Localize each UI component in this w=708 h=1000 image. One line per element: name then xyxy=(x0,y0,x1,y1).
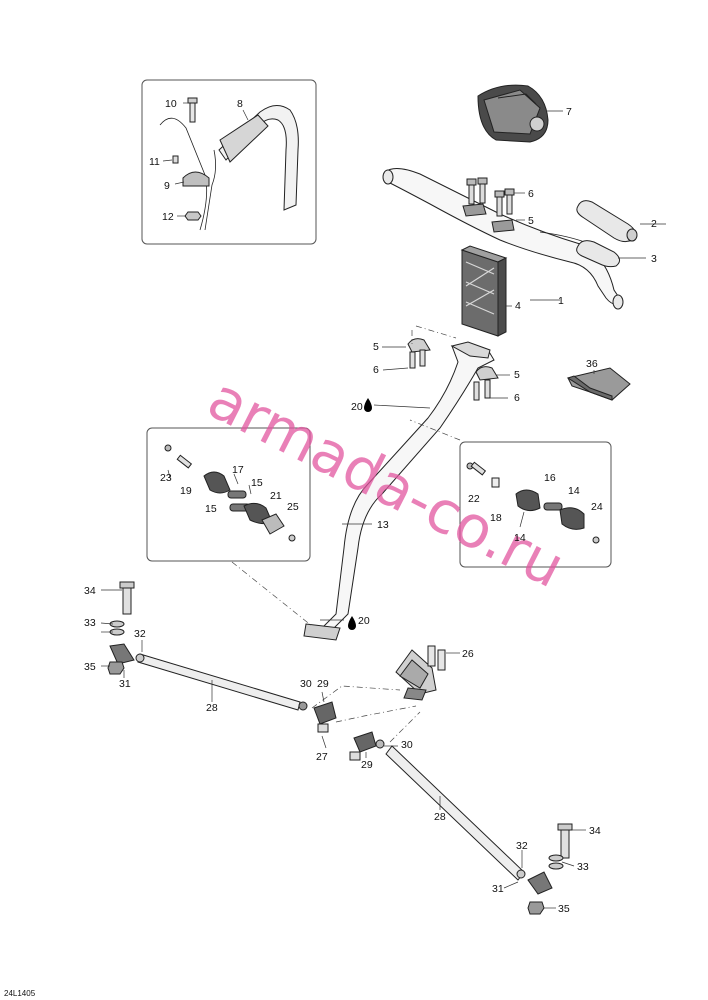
callout-5b: 5 xyxy=(373,341,379,353)
callout-20b: 20 xyxy=(358,615,370,627)
callout-33a: 33 xyxy=(84,617,96,629)
callout-19: 19 xyxy=(180,485,192,497)
callout-17: 17 xyxy=(232,464,244,476)
callout-23: 23 xyxy=(160,472,172,484)
inset-grip-detail xyxy=(141,79,317,245)
callout-29a: 29 xyxy=(317,678,329,690)
drawing-code: 24L1405 xyxy=(4,989,36,998)
callout-30a: 30 xyxy=(300,678,312,690)
callout-21: 21 xyxy=(270,490,282,502)
upper-clamp-hardware xyxy=(462,177,525,233)
callout-32a: 32 xyxy=(134,628,146,640)
ball-joints-29 xyxy=(313,691,398,761)
callout-29b: 29 xyxy=(361,759,373,771)
callout-10: 10 xyxy=(165,98,177,110)
pitman-arm-26 xyxy=(311,645,460,743)
callout-2: 2 xyxy=(651,218,657,230)
steering-column-13 xyxy=(303,341,495,641)
callout-35a: 35 xyxy=(84,661,96,673)
callout-15a: 15 xyxy=(251,477,263,489)
callout-6c: 6 xyxy=(514,392,520,404)
tie-rod-left-28 xyxy=(100,581,308,711)
callout-20a: 20 xyxy=(351,401,363,413)
callout-36: 36 xyxy=(586,358,598,370)
callout-11: 11 xyxy=(149,156,160,168)
callout-34a: 34 xyxy=(84,585,96,597)
lower-clamp-hardware xyxy=(382,325,510,401)
callout-5c: 5 xyxy=(514,369,520,381)
callout-25: 25 xyxy=(287,501,299,513)
callout-28a: 28 xyxy=(206,702,218,714)
callout-5a: 5 xyxy=(528,215,534,227)
callout-6b: 6 xyxy=(373,364,379,376)
handlebar-1 xyxy=(382,168,624,310)
callout-13: 13 xyxy=(377,519,389,531)
callout-12: 12 xyxy=(162,211,174,223)
callout-26: 26 xyxy=(462,648,474,660)
callout-15b: 15 xyxy=(205,503,217,515)
callout-1: 1 xyxy=(558,295,564,307)
callout-28b: 28 xyxy=(434,811,446,823)
callout-31a: 31 xyxy=(119,678,131,690)
callout-8: 8 xyxy=(237,98,243,110)
riser-4 xyxy=(460,245,512,337)
callout-14b: 14 xyxy=(514,532,526,544)
tie-rod-right-28 xyxy=(385,745,586,915)
callout-3: 3 xyxy=(651,253,657,265)
callout-4: 4 xyxy=(515,300,521,312)
callout-14a: 14 xyxy=(568,485,580,497)
callout-30b: 30 xyxy=(401,739,413,751)
callout-24: 24 xyxy=(591,501,603,513)
callout-6a: 6 xyxy=(528,188,534,200)
callout-32b: 32 xyxy=(516,840,528,852)
callout-33b: 33 xyxy=(577,861,589,873)
grip-3 xyxy=(539,231,646,268)
callout-34b: 34 xyxy=(589,825,601,837)
grip-2 xyxy=(576,200,666,243)
inset-left-bushing xyxy=(146,427,313,627)
lubricant-drop-icons xyxy=(348,398,372,630)
callout-16: 16 xyxy=(544,472,556,484)
plate-36 xyxy=(566,367,631,401)
callout-9: 9 xyxy=(164,180,170,192)
callout-27: 27 xyxy=(316,751,328,763)
callout-labels: 10 8 11 9 12 7 6 5 2 3 1 4 5 6 36 5 6 20… xyxy=(84,98,657,915)
callout-7: 7 xyxy=(566,106,572,118)
callout-31b: 31 xyxy=(492,883,504,895)
callout-18: 18 xyxy=(490,512,502,524)
handlebar-pad-7 xyxy=(477,84,563,143)
callout-35b: 35 xyxy=(558,903,570,915)
inset-right-bushing xyxy=(409,419,612,568)
callout-22: 22 xyxy=(468,493,480,505)
